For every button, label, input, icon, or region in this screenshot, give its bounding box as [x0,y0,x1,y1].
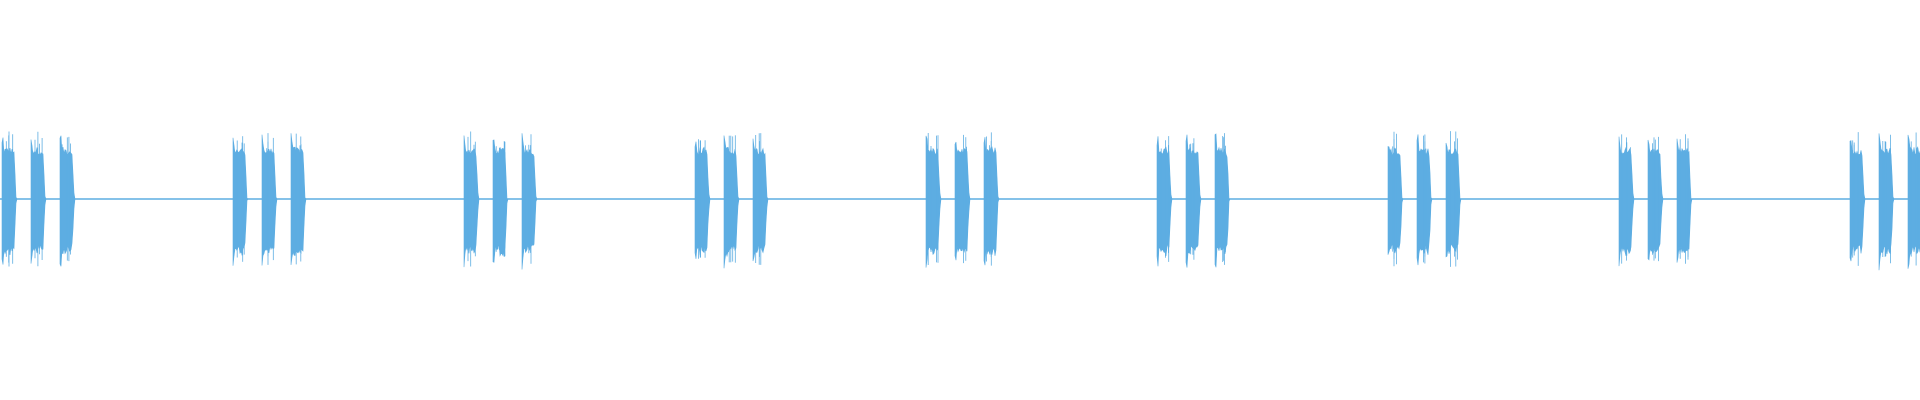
waveform-burst [1,137,18,265]
waveform-burst [723,135,740,269]
waveform-burst [463,135,480,268]
waveform-burst [290,133,307,265]
waveform-bursts [1,131,1920,271]
waveform-burst [694,141,711,259]
waveform-burst [232,137,249,266]
waveform-burst [1849,140,1866,262]
waveform-burst [1878,133,1895,271]
waveform-burst [1387,146,1404,255]
waveform-burst [1156,136,1173,267]
waveform-burst [261,134,278,266]
waveform-burst [30,139,47,264]
waveform-burst [954,141,971,261]
waveform-burst [1445,142,1462,258]
waveform-burst [1676,138,1693,263]
waveform-burst [925,135,942,268]
waveform-burst [492,139,509,263]
waveform-burst [521,133,538,270]
waveform-burst [1907,134,1920,269]
